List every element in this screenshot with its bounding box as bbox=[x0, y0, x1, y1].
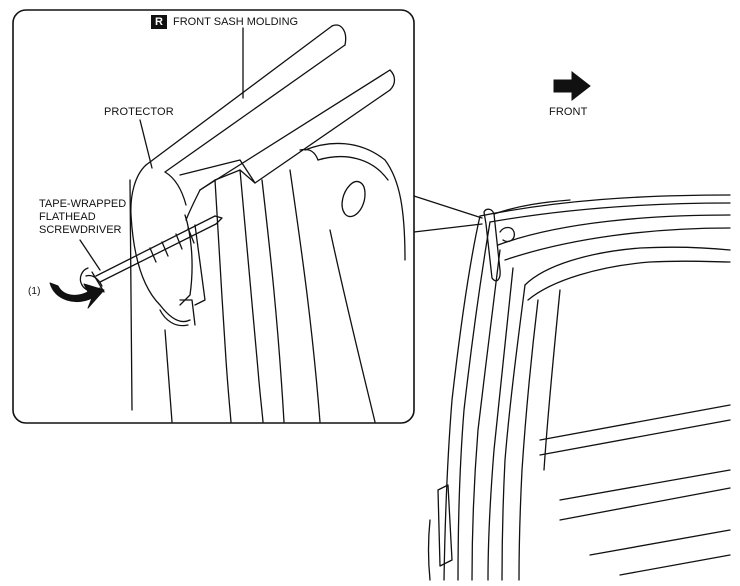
curved-arrow-icon bbox=[49, 282, 105, 309]
callout-leader-bottom bbox=[413, 223, 483, 233]
part-title: R FRONT SASH MOLDING bbox=[151, 15, 298, 29]
tool-label-line: SCREWDRIVER bbox=[39, 224, 122, 236]
step-label: (1) bbox=[28, 286, 41, 297]
part-name-label: FRONT SASH MOLDING bbox=[173, 15, 299, 28]
detail-inset-frame bbox=[12, 9, 415, 424]
vehicle-door-opening bbox=[427, 194, 731, 581]
right-arrow-icon bbox=[553, 70, 591, 102]
tool-label-line: TAPE-WRAPPED bbox=[39, 198, 127, 210]
tool-leader bbox=[79, 239, 101, 271]
inset-sash-molding bbox=[130, 24, 396, 327]
tool-label: TAPE-WRAPPED FLATHEAD SCREWDRIVER bbox=[39, 198, 126, 237]
direction-label: FRONT bbox=[549, 106, 588, 118]
protector-leader bbox=[139, 119, 153, 169]
protector-label: PROTECTOR bbox=[104, 106, 174, 118]
view-badge: R bbox=[151, 15, 167, 29]
callout-leader-top bbox=[413, 195, 483, 219]
tool-label-line: FLATHEAD bbox=[39, 211, 96, 223]
inset-door-frame bbox=[129, 142, 406, 423]
